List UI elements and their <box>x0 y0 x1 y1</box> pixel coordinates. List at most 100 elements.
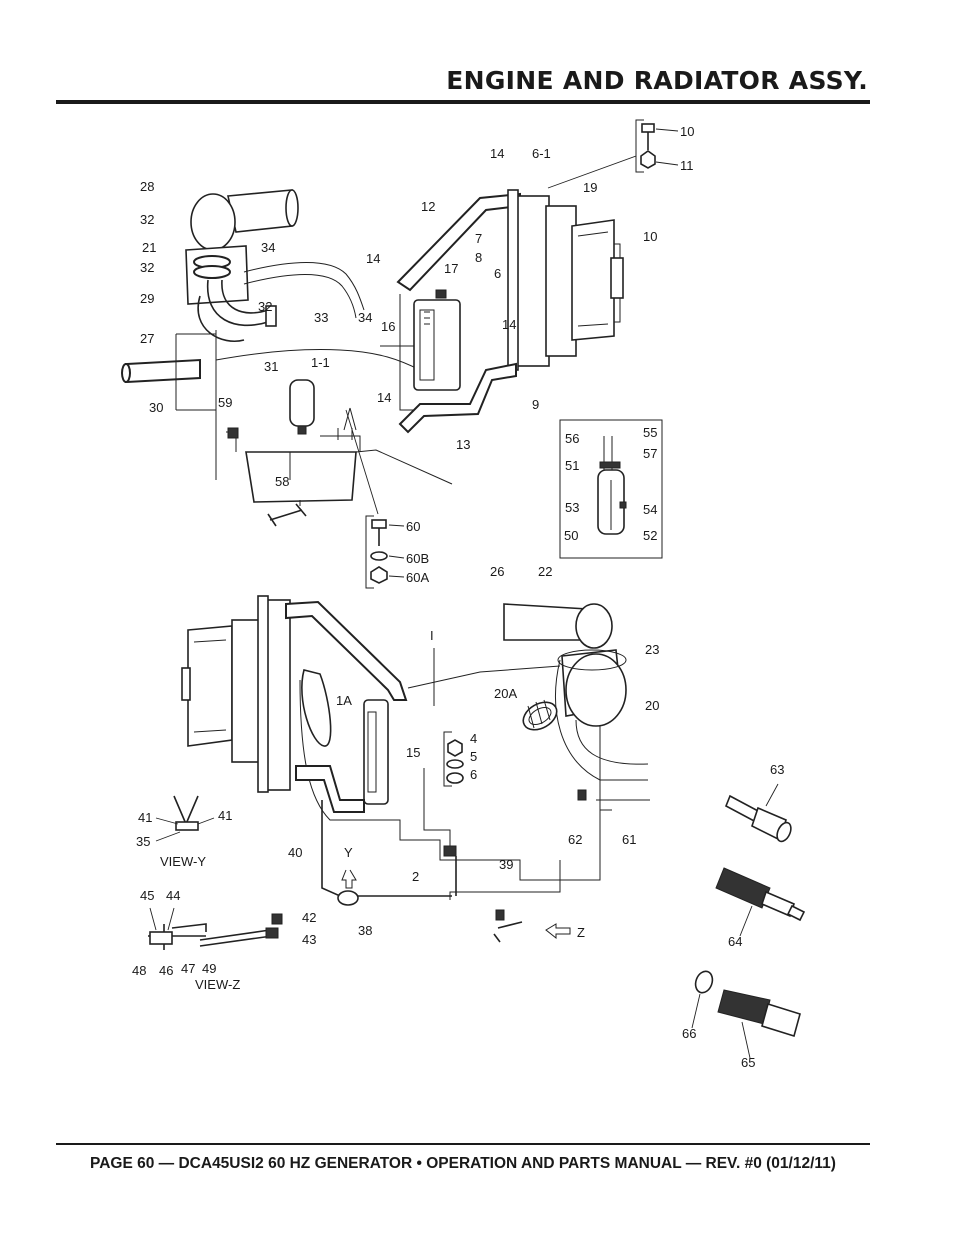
filter-1-1 <box>289 379 315 435</box>
callout-61: 61 <box>622 832 636 847</box>
page-title: ENGINE AND RADIATOR ASSY. <box>446 66 868 95</box>
callout-27: 27 <box>140 331 154 346</box>
callout-26: 26 <box>490 564 504 579</box>
callout-44: 44 <box>166 888 180 903</box>
callout-6: 6 <box>470 767 477 782</box>
callout-62: 62 <box>568 832 582 847</box>
coolant-reservoir-16 <box>413 289 461 391</box>
callout-10: 10 <box>680 124 694 139</box>
callout-42: 42 <box>302 910 316 925</box>
lower-assembly-view <box>148 595 806 1059</box>
callout-31: 31 <box>264 359 278 374</box>
callout-14: 14 <box>490 146 504 161</box>
o-ring-66 <box>691 970 714 1029</box>
callout-35: 35 <box>136 834 150 849</box>
callout-60a: 60A <box>406 570 429 585</box>
callout-y: Y <box>344 845 353 860</box>
coolant-pipes-39-40 <box>321 800 457 906</box>
radiator-upper <box>507 189 624 371</box>
callout-52: 52 <box>643 528 657 543</box>
callout-41: 41 <box>138 810 152 825</box>
callout-49: 49 <box>202 961 216 976</box>
callout-32: 32 <box>140 212 154 227</box>
grille-20A <box>522 699 558 731</box>
hose-30 <box>121 333 216 411</box>
callout-39: 39 <box>499 857 513 872</box>
callout-6: 6 <box>494 266 501 281</box>
callout-7: 7 <box>475 231 482 246</box>
callout-view-y: VIEW-Y <box>160 854 206 869</box>
bolt-detail-4-6 <box>423 731 464 857</box>
bolt-detail-60 <box>345 409 405 589</box>
header-rule <box>56 100 870 104</box>
callout-2: 2 <box>412 869 419 884</box>
callout-55: 55 <box>643 425 657 440</box>
callout-63: 63 <box>770 762 784 777</box>
callout-19: 19 <box>583 180 597 195</box>
callout-14: 14 <box>377 390 391 405</box>
callout-59: 59 <box>218 395 232 410</box>
callout-32: 32 <box>140 260 154 275</box>
view-y-detail <box>155 795 215 842</box>
callout-34: 34 <box>358 310 372 325</box>
callout-20a: 20A <box>494 686 517 701</box>
callout-14: 14 <box>366 251 380 266</box>
callout-34: 34 <box>261 240 275 255</box>
callout-11: 11 <box>680 158 694 173</box>
air-cleaner-lower <box>503 603 650 811</box>
callout-53: 53 <box>565 500 579 515</box>
callout-64: 64 <box>728 934 742 949</box>
callout-22: 22 <box>538 564 552 579</box>
coolant-reservoir-15 <box>295 699 389 813</box>
callout-45: 45 <box>140 888 154 903</box>
callout-38: 38 <box>358 923 372 938</box>
callout-29: 29 <box>140 291 154 306</box>
drain-valve-z <box>493 909 571 943</box>
callout-20: 20 <box>645 698 659 713</box>
callout-13: 13 <box>456 437 470 452</box>
callout-12: 12 <box>421 199 435 214</box>
upper-assembly-view <box>121 119 679 589</box>
callout-50: 50 <box>564 528 578 543</box>
callout-23: 23 <box>645 642 659 657</box>
callout-5: 5 <box>470 749 477 764</box>
callout-57: 57 <box>643 446 657 461</box>
fuel-filter-inset <box>559 419 663 559</box>
callout-43: 43 <box>302 932 316 947</box>
callout-14: 14 <box>502 317 516 332</box>
sensor-64 <box>715 867 806 937</box>
callout-54: 54 <box>643 502 657 517</box>
callout-8: 8 <box>475 250 482 265</box>
callout-65: 65 <box>741 1055 755 1070</box>
callout-58: 58 <box>275 474 289 489</box>
page-footer: PAGE 60 — DCA45USI2 60 HZ GENERATOR • OP… <box>90 1155 836 1172</box>
callout-32: 32 <box>258 299 272 314</box>
sensor-65 <box>717 989 801 1059</box>
callout-48: 48 <box>132 963 146 978</box>
upper-hose-12 <box>396 192 521 292</box>
callout-21: 21 <box>142 240 156 255</box>
callout-47: 47 <box>181 961 195 976</box>
fan-shroud-lower <box>181 595 291 793</box>
callout-16: 16 <box>381 319 395 334</box>
callout-33: 33 <box>314 310 328 325</box>
callout-46: 46 <box>159 963 173 978</box>
callout-i: I <box>430 628 434 643</box>
callout-1a: 1A <box>336 693 352 708</box>
callout-28: 28 <box>140 179 154 194</box>
callout-17: 17 <box>444 261 458 276</box>
oil-pan-58 <box>226 407 453 527</box>
callout-66: 66 <box>682 1026 696 1041</box>
callout-60b: 60B <box>406 551 429 566</box>
view-z-detail <box>148 907 283 950</box>
bolt-nut-detail-box <box>547 119 679 189</box>
callout-60: 60 <box>406 519 420 534</box>
callout-30: 30 <box>149 400 163 415</box>
callout-15: 15 <box>406 745 420 760</box>
callout-z: Z <box>577 925 585 940</box>
lower-hose-13 <box>398 362 517 434</box>
callout-4: 4 <box>470 731 477 746</box>
callout-10: 10 <box>643 229 657 244</box>
